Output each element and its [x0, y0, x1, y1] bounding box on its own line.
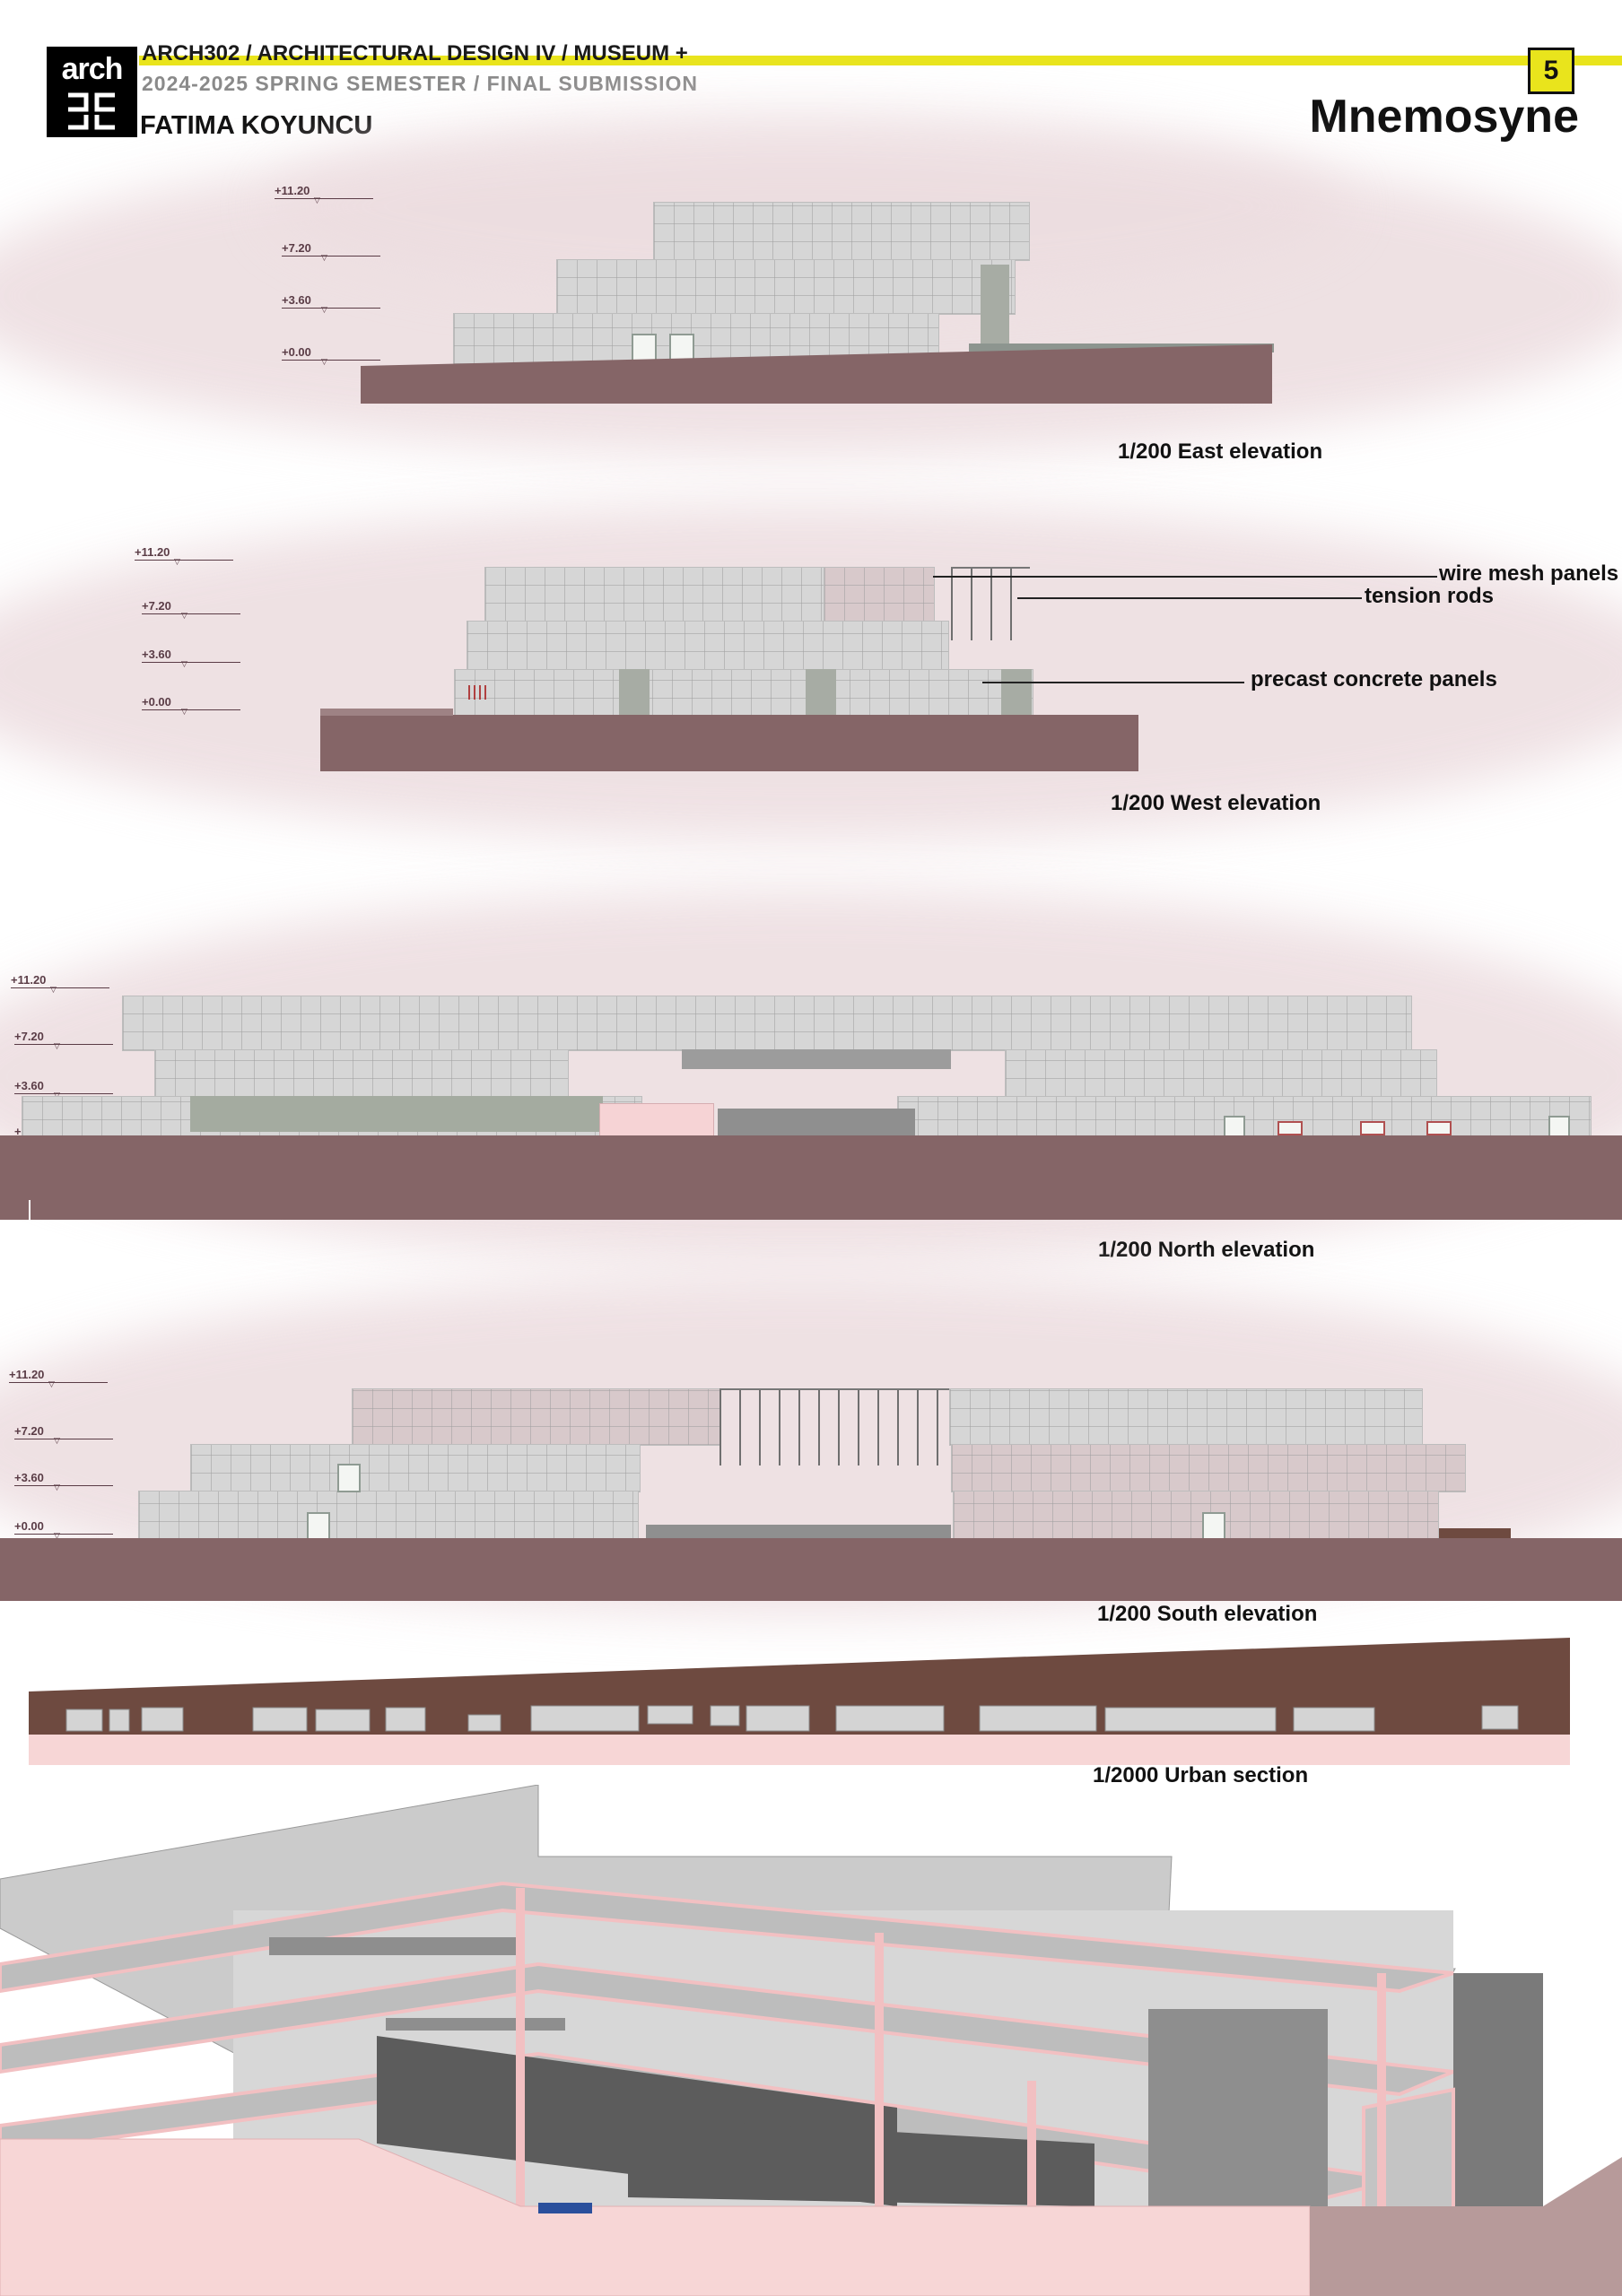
upper-volume-right — [949, 1388, 1423, 1446]
level-marker: +7.20 — [14, 1424, 113, 1446]
sectional-perspective-drawing — [0, 1785, 1622, 2296]
annotation-wire-mesh: wire mesh panels — [1439, 561, 1619, 586]
open-court-slab — [682, 1049, 951, 1069]
concrete-pier — [806, 669, 836, 716]
leader-line — [933, 576, 1437, 578]
mesh-volume — [824, 567, 935, 622]
middle-volume-right — [1005, 1049, 1437, 1098]
tension-rods-screen — [951, 567, 1030, 640]
level-marker: +3.60 — [142, 648, 240, 669]
entrance-door — [1202, 1512, 1225, 1541]
window — [1360, 1121, 1385, 1135]
window — [1278, 1121, 1303, 1135]
concrete-pier — [1001, 669, 1032, 716]
caption-north: 1/200 North elevation — [1098, 1238, 1315, 1262]
open-court-steps — [646, 1525, 951, 1539]
level-marker: +7.20 — [282, 241, 380, 263]
ground-plinth — [0, 1135, 1622, 1220]
concrete-core — [981, 265, 1009, 345]
caption-south: 1/200 South elevation — [1097, 1602, 1318, 1626]
caption-urban: 1/2000 Urban section — [1093, 1763, 1309, 1787]
level-marker: +3.60 — [14, 1079, 113, 1100]
ground-plinth — [0, 1538, 1622, 1601]
caption-west: 1/200 West elevation — [1111, 791, 1321, 815]
leader-line — [982, 682, 1244, 683]
concrete-pier — [619, 669, 650, 716]
page-number: 5 — [1543, 56, 1559, 85]
page-number-badge: 5 — [1528, 48, 1574, 94]
level-marker: +3.60 — [14, 1471, 113, 1492]
semester-line: 2024-2025 SPRING SEMESTER / FINAL SUBMIS… — [142, 72, 699, 95]
entry-louvre — [468, 685, 488, 700]
level-marker: +7.20 — [142, 599, 240, 621]
pink-podium — [599, 1103, 714, 1137]
leader-line — [1017, 597, 1362, 599]
middle-volume-left — [190, 1444, 641, 1492]
ground-plinth — [361, 344, 1272, 404]
ground-plinth — [320, 715, 1138, 771]
upper-volume-left — [352, 1388, 721, 1446]
window — [1426, 1121, 1452, 1135]
entrance-door — [307, 1512, 330, 1541]
concrete-base — [190, 1096, 603, 1132]
scale-tick — [29, 1200, 31, 1220]
upper-volume — [653, 202, 1030, 261]
ground-step — [1439, 1528, 1511, 1539]
logo-word: arch — [61, 52, 124, 86]
level-marker: +0.00 — [14, 1519, 113, 1541]
level-marker: +0.00 — [142, 695, 240, 717]
caption-east: 1/200 East elevation — [1118, 439, 1323, 464]
ground-step — [320, 709, 453, 716]
logo: arch — [47, 47, 137, 137]
level-marker: +11.20 — [9, 1368, 108, 1389]
middle-volume — [556, 259, 1016, 315]
tension-rods-screen — [719, 1388, 949, 1465]
project-title: Mnemosyne — [1309, 91, 1579, 143]
level-marker: +11.20 — [135, 545, 233, 567]
annotation-tension-rods: tension rods — [1365, 584, 1495, 608]
level-marker: +11.20 — [11, 973, 109, 995]
accent-bar — [139, 56, 1622, 65]
author-name: FATIMA KOYUNCU — [140, 111, 373, 140]
lower-volume-right — [953, 1491, 1439, 1541]
urban-terrain — [29, 1638, 1570, 1765]
level-marker: +7.20 — [14, 1030, 113, 1051]
open-court-ramp — [718, 1109, 915, 1135]
middle-volume-right — [951, 1444, 1466, 1492]
annotation-precast-panels: precast concrete panels — [1251, 667, 1497, 691]
course-line: ARCH302 / ARCHITECTURAL DESIGN IV / MUSE… — [142, 41, 688, 65]
lower-volume-left — [138, 1491, 639, 1541]
upper-volume — [122, 996, 1412, 1051]
level-marker: +3.60 — [282, 293, 380, 315]
logo-glyph-icon — [68, 92, 115, 130]
lower-volume — [454, 669, 1033, 718]
middle-volume-left — [154, 1049, 569, 1098]
level-marker: +0.00 — [282, 345, 380, 367]
level-marker: +11.20 — [275, 184, 373, 205]
middle-volume — [467, 621, 949, 671]
entrance-door — [337, 1464, 361, 1492]
